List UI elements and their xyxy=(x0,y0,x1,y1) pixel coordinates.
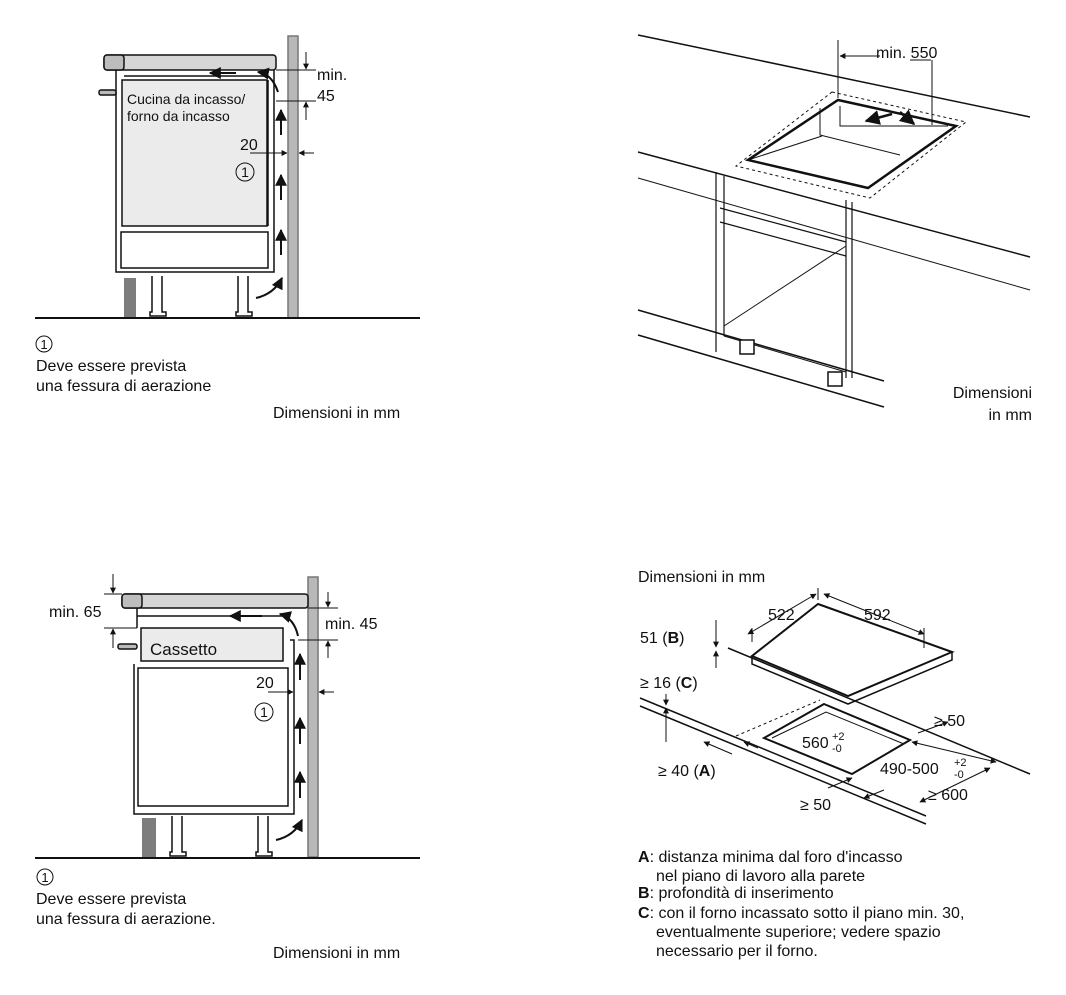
legend-c-sep: : xyxy=(649,905,659,922)
fig4-dim-592: 592 xyxy=(864,607,891,624)
fig2-texts: min. 550 Dimensioni in mm xyxy=(876,45,1032,424)
legend-c-line2: eventualmente superiore; vedere spazio xyxy=(656,924,941,941)
legend-a-line2: nel piano di lavoro alla parete xyxy=(656,868,866,885)
legend-c-line3: necessario per il forno. xyxy=(656,943,818,960)
fig2-hob-outline xyxy=(734,91,968,199)
legend-c-key: C xyxy=(638,905,650,922)
fig4-dim-16-group: ≥ 16 (C) xyxy=(640,675,698,692)
fig2-cutout xyxy=(744,98,960,190)
legend-a-sep: : xyxy=(649,849,659,866)
fig4-legend-c: C: con il forno incassato sotto il piano… xyxy=(638,904,964,961)
fig1-marker-number: 1 xyxy=(241,164,249,180)
fig1-texts: Cucina da incasso/ forno da incasso min.… xyxy=(35,67,400,422)
fig1-dimension-lines xyxy=(250,52,316,156)
fig4-dim-16-letter: C xyxy=(681,675,693,692)
fig4-tol-560-up: +2 xyxy=(832,731,845,743)
fig2-units-1: Dimensioni xyxy=(953,385,1032,402)
fig2-airflow-arrows xyxy=(864,109,916,125)
fig1-note-2: una fessura di aerazione xyxy=(36,378,211,395)
fig1-wall xyxy=(287,35,299,319)
fig1-marker-circle xyxy=(235,162,255,182)
fig3-note-1: Deve essere prevista xyxy=(36,891,186,908)
fig1-dim-45: 45 xyxy=(317,88,335,105)
fig1-appliance-label-2: forno da incasso xyxy=(127,108,230,124)
fig3-note-marker: 1 xyxy=(41,870,48,885)
fig1-appliance xyxy=(121,79,268,227)
fig4-dim-40-group: ≥ 40 (A) xyxy=(658,763,716,780)
legend-b-key: B xyxy=(638,885,650,902)
fig4-cutout-view xyxy=(639,602,1031,825)
fig4-dim-16: ≥ 16 ( xyxy=(640,675,681,692)
fig3-note-2: una fessura di aerazione. xyxy=(36,911,216,928)
fig4-dimension-lines xyxy=(663,588,997,803)
fig4-dim-ge50-bottom: ≥ 50 xyxy=(800,797,831,814)
fig3-drawer-label: Cassetto xyxy=(150,640,217,659)
fig2-dim-min550: min. 550 xyxy=(876,45,937,62)
fig3-dimension-lines xyxy=(104,574,338,695)
fig1-worktop xyxy=(103,54,277,71)
fig3-side-view xyxy=(35,576,420,859)
fig2-perspective-view xyxy=(637,34,1031,408)
fig4-dim-560: 560 xyxy=(802,735,829,752)
fig1-dim-20: 20 xyxy=(240,137,258,154)
legend-b-sep: : xyxy=(649,885,659,902)
fig4-dim-522: 522 xyxy=(768,607,795,624)
fig3-cabinet xyxy=(137,667,289,807)
fig4-dim-51: 51 ( xyxy=(640,630,668,647)
fig3-texts: min. 65 Cassetto min. 45 20 1 1 Deve ess… xyxy=(36,604,400,962)
legend-b-line1: profondità di inserimento xyxy=(658,885,834,902)
fig4-dim-490: 490-500 xyxy=(880,761,939,778)
fig1-note-1: Deve essere prevista xyxy=(36,358,186,375)
fig3-marker-number: 1 xyxy=(260,704,268,720)
fig4-dim-51-close: ) xyxy=(679,630,684,647)
legend-a-line1: distanza minima dal foro d'incasso xyxy=(658,849,903,866)
fig4-dim-40-close: ) xyxy=(710,763,715,780)
fig3-airflow-arrows xyxy=(228,610,306,841)
fig1-cabinet xyxy=(115,70,275,273)
fig4-tol-490-dn: -0 xyxy=(954,769,964,781)
fig3-dim-20: 20 xyxy=(256,675,274,692)
fig4-units: Dimensioni in mm xyxy=(638,569,765,586)
fig4-texts: Dimensioni in mm 522 592 51 (B) ≥ 16 (C)… xyxy=(638,569,968,814)
fig1-plinth xyxy=(124,278,136,318)
fig2-cabinet xyxy=(715,172,847,340)
fig4-dim-51-letter: B xyxy=(668,630,680,647)
fig4-dim-16-close: ) xyxy=(692,675,697,692)
legend-a-key: A xyxy=(638,849,650,866)
fig4-dim-ge50-right: ≥ 50 xyxy=(934,713,965,730)
fig2-dimension-lines xyxy=(837,40,933,125)
fig2-units-2: in mm xyxy=(988,407,1032,424)
fig3-worktop xyxy=(121,593,309,609)
fig1-dim-min: min. xyxy=(317,67,347,84)
fig1-note-marker: 1 xyxy=(40,337,47,352)
fig4-tol-560-dn: -0 xyxy=(832,743,842,755)
fig3-dim-min65: min. 65 xyxy=(49,604,102,621)
fig4-dim-600: ≥ 600 xyxy=(928,787,968,804)
fig3-drawer xyxy=(140,627,284,662)
fig3-wall xyxy=(307,576,319,858)
fig3-units: Dimensioni in mm xyxy=(273,945,400,962)
fig1-units: Dimensioni in mm xyxy=(273,405,400,422)
fig4-dim-51-group: 51 (B) xyxy=(640,630,684,647)
fig4-dim-40: ≥ 40 ( xyxy=(658,763,699,780)
legend-c-line1: con il forno incassato sotto il piano mi… xyxy=(658,905,965,922)
fig1-airflow-arrows xyxy=(208,67,287,299)
fig4-cutout xyxy=(761,702,913,776)
fig4-tol-490-up: +2 xyxy=(954,757,967,769)
fig4-dim-40-letter: A xyxy=(699,763,711,780)
fig4-legend-b: B: profondità di inserimento xyxy=(638,884,834,903)
fig3-dim-min45: min. 45 xyxy=(325,616,378,633)
fig1-appliance-label-1: Cucina da incasso/ xyxy=(127,91,245,107)
fig4-legend-a: A: distanza minima dal foro d'incasso ne… xyxy=(638,848,903,886)
fig1-side-view xyxy=(35,35,420,319)
